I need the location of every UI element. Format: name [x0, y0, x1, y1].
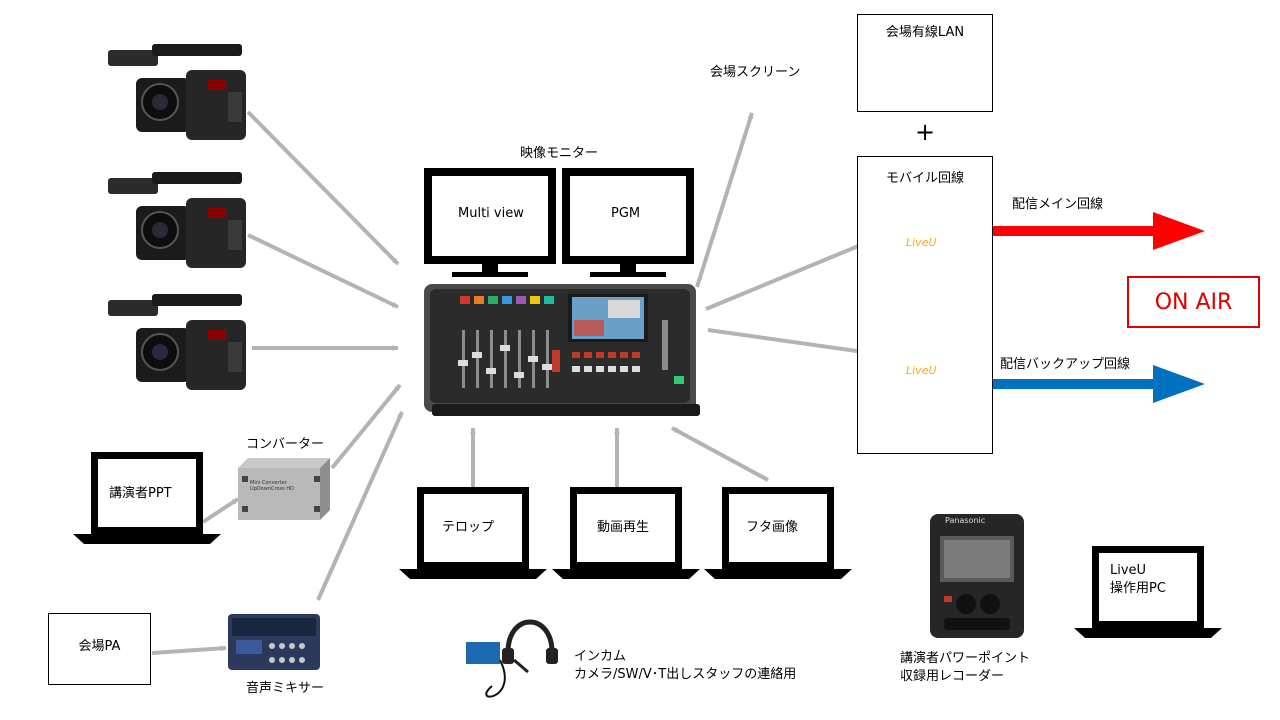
venue-screen-label: 会場スクリーン	[710, 65, 801, 80]
backup-line-arrow	[993, 365, 1205, 403]
liveu-pc-label: LiveU 操作用PC	[1110, 562, 1166, 597]
converter-label: コンバーター	[246, 437, 325, 452]
arrow-camera2-to-switcher	[247, 233, 399, 309]
converter-icon	[238, 458, 330, 520]
intercom-description: カメラ/SW/V･T出しスタッフの連絡用	[574, 666, 797, 682]
camera-icon	[108, 172, 246, 268]
laptop-liveu-pc-icon	[1074, 546, 1222, 638]
monitor-multiview-icon	[424, 168, 556, 277]
cover-image-label: フタ画像	[746, 520, 799, 535]
camera-icon	[108, 44, 246, 140]
laptop-cover-icon	[704, 487, 852, 579]
liveu-pc-line1: LiveU	[1110, 563, 1147, 578]
backup-line-label: 配信バックアップ回線	[1000, 357, 1131, 372]
arrow-switcher-to-liveu1	[705, 233, 886, 311]
venue-pa-label: 会場PA	[78, 639, 121, 654]
monitor-multiview-label: Multi view	[458, 206, 524, 221]
plus-sign: +	[914, 118, 936, 146]
presenter-ppt-label: 講演者PPT	[109, 486, 172, 501]
recorder-label: 講演者パワーポイント 収録用レコーダー	[900, 650, 1030, 685]
recorder-brand: Panasonic	[945, 516, 986, 525]
recorder-icon	[930, 514, 1024, 638]
monitor-pgm-icon	[562, 168, 694, 277]
audio-mixer-label: 音声ミキサー	[246, 681, 325, 696]
arrow-switcher-to-screen	[695, 112, 754, 288]
arrow-switcher-to-liveu2	[707, 328, 886, 358]
converter-brand-line1: Mini Converter	[250, 480, 287, 486]
laptop-presenter-icon	[73, 452, 221, 544]
mobile-line-box	[857, 156, 993, 454]
on-air-badge: ON AIR	[1127, 276, 1260, 328]
arrow-cover-to-switcher	[671, 426, 769, 482]
monitors-title: 映像モニター	[520, 146, 599, 161]
converter-brand-line2: UpDownCross HD	[250, 486, 294, 492]
signal-arrows	[151, 110, 886, 655]
intercom-label: インカム カメラ/SW/V･T出しスタッフの連絡用	[574, 648, 796, 683]
arrow-converter-to-switcher	[330, 383, 402, 470]
liveu-brand-1: LiveU	[906, 236, 937, 249]
recorder-line2: 収録用レコーダー	[900, 668, 1005, 684]
video-playback-label: 動画再生	[597, 520, 650, 535]
intercom-title: インカム	[574, 649, 627, 664]
telop-label: テロップ	[442, 520, 495, 535]
liveu-pc-line2: 操作用PC	[1110, 580, 1166, 596]
video-switcher-icon	[424, 284, 700, 416]
arrow-mixer-to-switcher	[316, 411, 404, 601]
arrow-ppt-to-converter	[201, 497, 240, 524]
main-line-label: 配信メイン回線	[1012, 197, 1104, 212]
laptop-playback-icon	[552, 487, 700, 579]
converter-brand: Mini Converter UpDownCross HD	[250, 480, 294, 492]
intercom-headset-icon	[466, 619, 558, 698]
venue-lan-box	[857, 14, 993, 112]
recorder-line1: 講演者パワーポイント	[900, 651, 1031, 666]
laptop-telop-icon	[399, 487, 547, 579]
arrow-camera1-to-switcher	[246, 110, 400, 266]
arrow-pa-to-mixer	[151, 645, 227, 655]
venue-lan-label: 会場有線LAN	[885, 25, 965, 40]
monitor-pgm-label: PGM	[611, 206, 641, 221]
camera-icon	[108, 294, 246, 390]
venue-pa-box	[48, 613, 151, 685]
mobile-line-label: モバイル回線	[885, 171, 964, 186]
liveu-brand-2: LiveU	[906, 364, 937, 377]
audio-mixer-icon	[228, 614, 320, 670]
main-line-arrow	[993, 212, 1205, 250]
